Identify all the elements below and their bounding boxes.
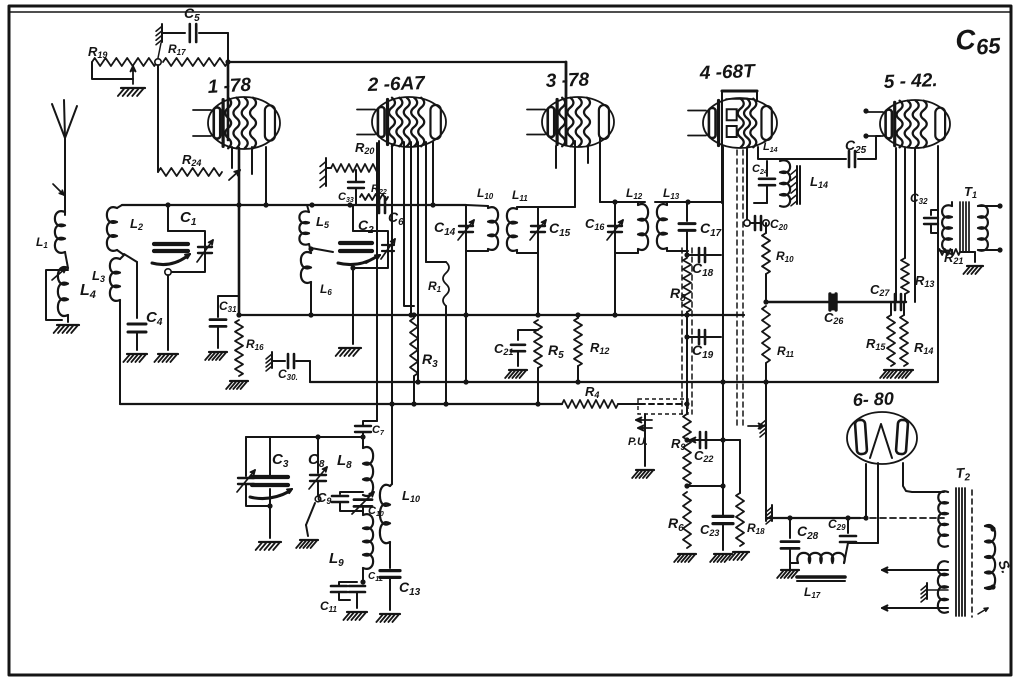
svg-text:1 -78: 1 -78 xyxy=(207,75,252,98)
svg-text:S.: S. xyxy=(995,558,1015,576)
svg-text:3 -78: 3 -78 xyxy=(545,69,589,92)
svg-text:2 -6A7: 2 -6A7 xyxy=(366,73,426,96)
svg-text:5 - 42.: 5 - 42. xyxy=(883,70,938,93)
svg-text:6- 80: 6- 80 xyxy=(852,389,894,410)
svg-text:P.U.: P.U. xyxy=(628,436,648,448)
svg-text:4 -68T: 4 -68T xyxy=(698,61,756,84)
